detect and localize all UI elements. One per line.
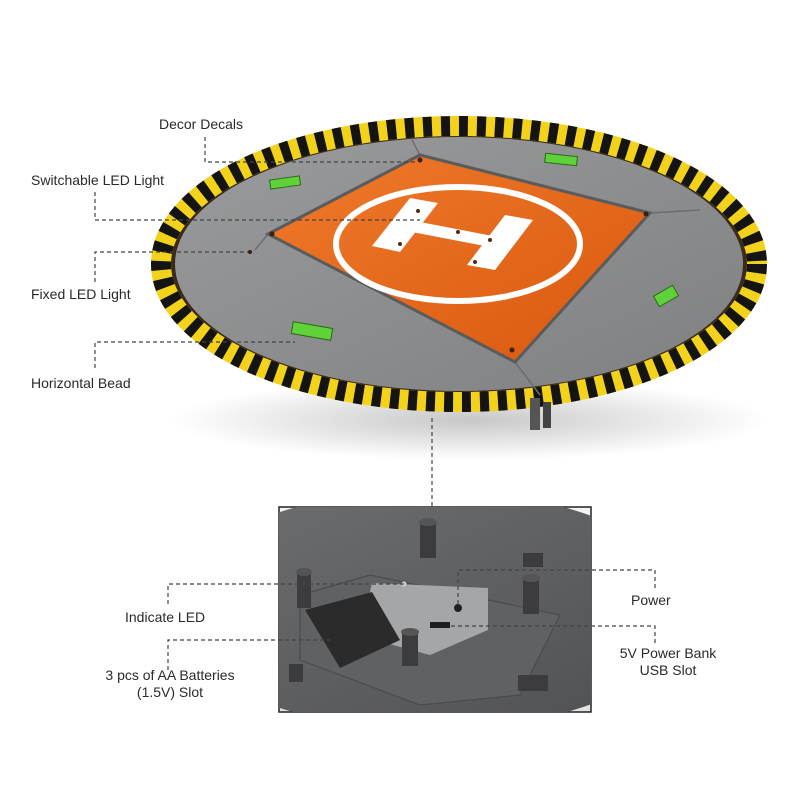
callout-batteries-line2: (1.5V) Slot bbox=[136, 684, 204, 700]
horizontal-bead-levels bbox=[269, 152, 680, 341]
helipad-disc bbox=[151, 116, 767, 430]
power-button bbox=[454, 604, 462, 612]
callout-decor-decals: Decor Decals bbox=[159, 116, 244, 132]
callout-usb: 5V Power Bank USB Slot bbox=[605, 645, 731, 679]
hazard-stripe-rim-black bbox=[151, 116, 767, 412]
callout-batteries: 3 pcs of AA Batteries (1.5V) Slot bbox=[95, 667, 245, 701]
underside-posts bbox=[289, 518, 548, 691]
panel-seam bbox=[514, 361, 541, 396]
callout-usb-line2: USB Slot bbox=[639, 662, 697, 678]
pad-leg bbox=[543, 402, 551, 428]
pad-shadow bbox=[170, 380, 770, 460]
callout-batteries-line1: 3 pcs of AA Batteries bbox=[105, 667, 235, 683]
helipad-circle bbox=[333, 184, 583, 304]
panel-seam bbox=[649, 209, 701, 214]
switchable-led-lights bbox=[398, 209, 492, 264]
callout-switchable-led: Switchable LED Light bbox=[31, 172, 165, 188]
callout-usb-line1: 5V Power Bank bbox=[619, 645, 717, 661]
callout-indicate-led: Indicate LED bbox=[125, 609, 206, 625]
callout-leader-lines bbox=[94, 137, 656, 670]
pad-leg bbox=[530, 398, 540, 430]
helipad-h-letter bbox=[372, 198, 533, 270]
fixed-led-lights bbox=[248, 157, 649, 353]
callout-fixed-led: Fixed LED Light bbox=[31, 286, 131, 302]
callout-power: Power bbox=[631, 592, 671, 608]
decor-decal-border bbox=[264, 153, 653, 364]
battery-compartment bbox=[305, 592, 400, 668]
bottom-view-inset bbox=[278, 506, 592, 713]
usb-slot bbox=[430, 622, 450, 628]
callout-horizontal-bead: Horizontal Bead bbox=[31, 375, 131, 391]
